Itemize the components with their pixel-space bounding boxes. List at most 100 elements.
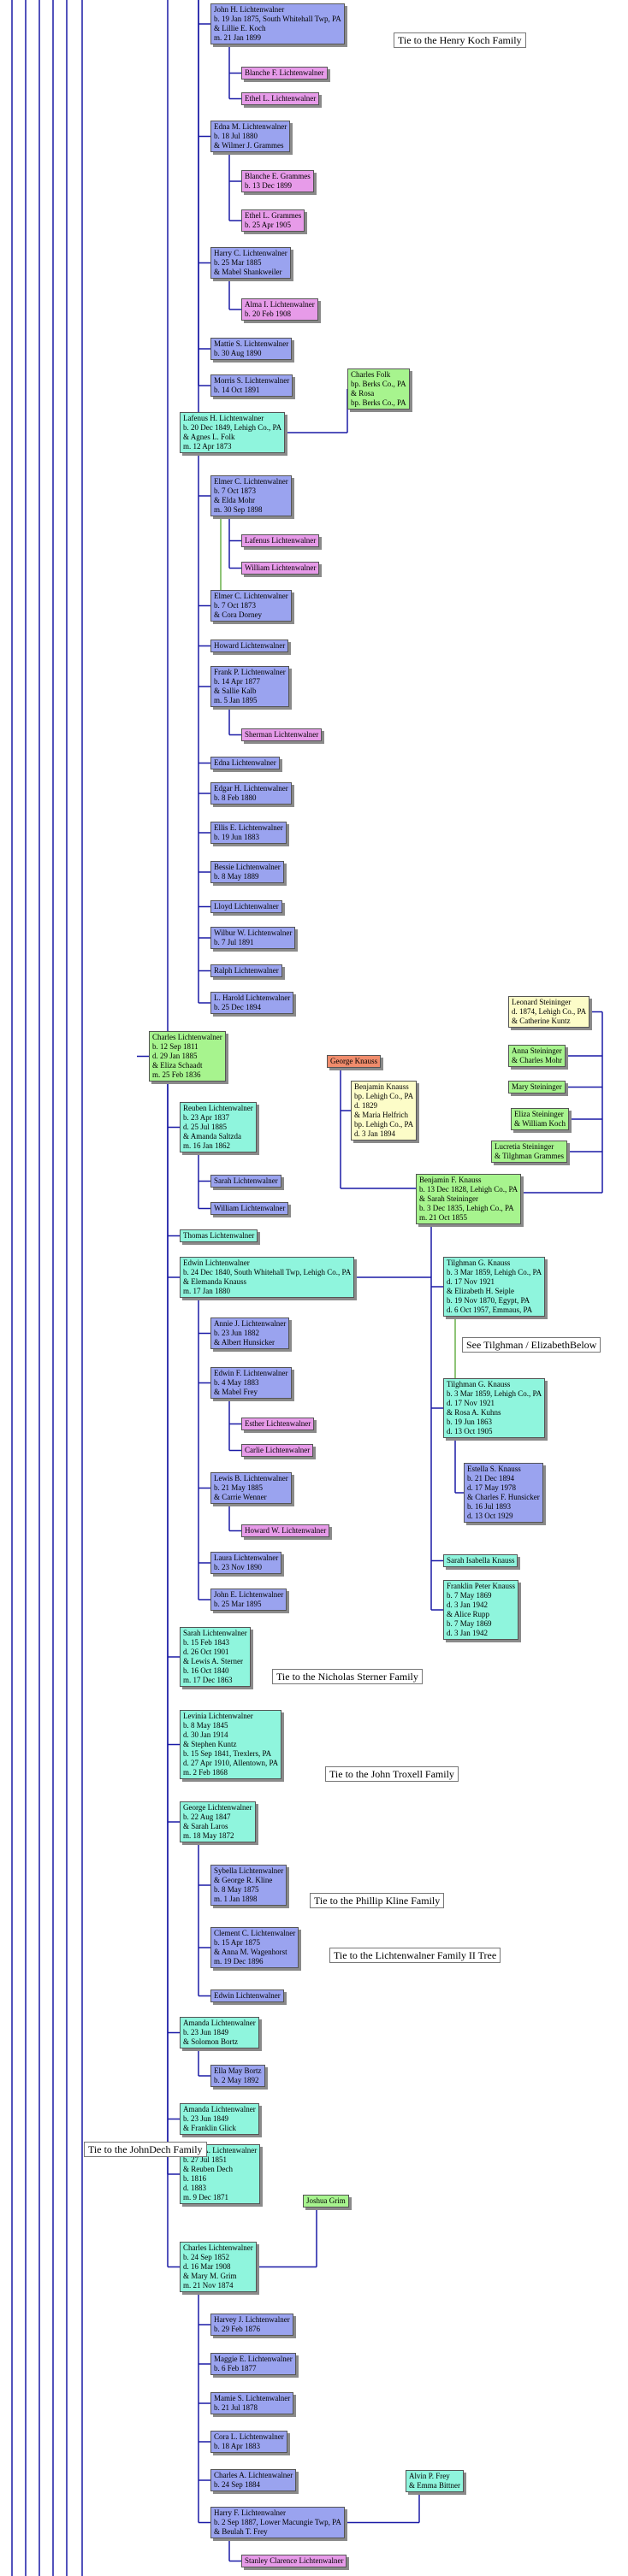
person-name: Bessie Lichtenwalner (214, 863, 281, 871)
person-name: Sarah Isabella Knauss (447, 1556, 515, 1565)
person-detail: b. 19 Jan 1875, South Whitehall Twp, PA (214, 15, 341, 23)
person-name: Sarah Lichtenwalner (214, 1176, 278, 1185)
person-detail: b. 8 May 1845 (183, 1721, 228, 1730)
person-detail: b. 7 May 1869 (447, 1591, 492, 1600)
person-name: Alma I. Lichtenwalner (245, 300, 315, 309)
person-name: Clement C. Lichtenwalner (214, 1929, 296, 1937)
person-detail: m. 5 Jan 1895 (214, 696, 258, 704)
person-name: John E. Lichtenwalner (214, 1590, 284, 1599)
person-detail: & Mary M. Grim (183, 2272, 237, 2280)
person-name: Frank P. Lichtenwalner (214, 668, 286, 676)
person-edna-l: Edna Lichtenwalner (210, 757, 280, 769)
person-howard-l: Howard Lichtenwalner (210, 640, 289, 652)
person-esther-l: Esther Lichtenwalner (241, 1418, 315, 1430)
note-tie-lichtenwalner-ii: Tie to the Lichtenwalner Family II Tree (329, 1948, 501, 1963)
person-detail: b. 7 Jul 1891 (214, 938, 254, 946)
person-name: Edwin F. Lichtenwalner (214, 1369, 288, 1377)
person-detail: & Mabel Frey (214, 1388, 258, 1396)
person-name: Edwin Lichtenwalner (183, 1259, 250, 1267)
person-detail: b. 24 Sep 1852 (183, 2253, 229, 2261)
person-name: John H. Lichtenwalner (214, 5, 285, 14)
person-detail: b. 13 Dec 1899 (245, 181, 292, 190)
person-detail: d. 13 Oct 1929 (467, 1512, 513, 1520)
person-detail: b. 15 Apr 1875 (214, 1938, 260, 1947)
person-name: Sybella Lichtenwalner (214, 1866, 284, 1875)
person-detail: bp. Berks Co., PA (351, 380, 406, 388)
note-text: Tie to the John (88, 2143, 150, 2155)
person-detail: b. 12 Sep 1811 (152, 1042, 198, 1051)
person-name: William Lichtenwalner (245, 563, 317, 572)
person-ralph-l: Ralph Lichtenwalner (210, 964, 282, 977)
person-howard-w: Howard W. Lichtenwalner (241, 1524, 330, 1537)
person-detail: b. 20 Feb 1908 (245, 309, 291, 318)
note-tie-kline: Tie to the Phillip Kline Family (310, 1893, 445, 1908)
note-text: Tie to the Henry Koch Family (398, 34, 522, 46)
person-detail: b. 2 May 1892 (214, 2076, 259, 2084)
person-name: Charles Folk (351, 370, 391, 379)
person-detail: d. 16 Mar 1908 (183, 2262, 231, 2271)
person-detail: d. 30 Jan 1914 (183, 1730, 228, 1739)
person-blanche-f: Blanche F. Lichtenwalner (241, 67, 328, 80)
person-name: Stanley Clarence Lichtenwalner (245, 2556, 344, 2565)
person-detail: b. 25 Apr 1905 (245, 221, 291, 229)
person-name: Amanda Lichtenwalner (183, 2019, 256, 2027)
note-tie-koch: Tie to the Henry Koch Family (394, 32, 526, 48)
person-detail: b. 15 Sep 1841, Trexlers, PA (183, 1749, 272, 1758)
person-carlie-l: Carlie Lichtenwalner (241, 1444, 314, 1457)
person-name: Harry C. Lichtenwalner (214, 249, 287, 257)
person-detail: b. 14 Apr 1877 (214, 677, 260, 686)
person-detail: & Cora Dorney (214, 610, 262, 619)
person-name: Levinia Lichtenwalner (183, 1712, 253, 1720)
person-name: Esther Lichtenwalner (245, 1419, 311, 1428)
person-name: Morris S. Lichtenwalner (214, 376, 290, 385)
note-text: Tie to the Nicholas Sterner Family (276, 1671, 418, 1683)
person-detail: b. 13 Dec 1828, Lehigh Co., PA (419, 1185, 518, 1194)
person-name: Edgar H. Lichtenwalner (214, 784, 288, 793)
person-name: Leonard Steininger (512, 998, 572, 1006)
person-detail: & Beulah T. Frey (214, 2527, 268, 2536)
person-name: Sherman Lichtenwalner (245, 730, 319, 739)
person-detail: m. 2 Feb 1868 (183, 1768, 228, 1777)
person-detail: b. 14 Oct 1891 (214, 386, 260, 394)
person-name: Joshua Grim (306, 2196, 346, 2205)
person-detail: & Sarah Steininger (419, 1194, 478, 1203)
person-detail: b. 16 Oct 1840 (183, 1666, 229, 1675)
person-name: Howard Lichtenwalner (214, 641, 286, 650)
note-text: See Tilghman / Elizabeth (466, 1339, 570, 1351)
person-detail: m. 18 May 1872 (183, 1831, 234, 1840)
person-name: Charles A. Lichtenwalner (214, 2471, 293, 2479)
person-detail: b. 19 Jun 1883 (214, 833, 260, 841)
person-detail: d. 17 May 1978 (467, 1483, 516, 1492)
person-detail: m. 21 Oct 1855 (419, 1213, 467, 1222)
person-detail: b. 23 Nov 1890 (214, 1563, 262, 1571)
person-detail: b. 1816 (183, 2174, 206, 2183)
person-name: Reuben Lichtenwalner (183, 1104, 253, 1112)
person-detail: b. 8 Feb 1880 (214, 793, 257, 802)
person-detail: & Eliza Schaadt (152, 1061, 203, 1070)
person-detail: b. 7 Oct 1873 (214, 486, 256, 495)
person-alvin-p: Alvin P. Frey& Emma Bittner (406, 2470, 464, 2492)
person-detail: b. 19 Nov 1870, Egypt, PA (447, 1296, 530, 1305)
person-detail: m. 21 Jan 1899 (214, 33, 261, 42)
person-detail: & Elemanda Knauss (183, 1277, 246, 1286)
